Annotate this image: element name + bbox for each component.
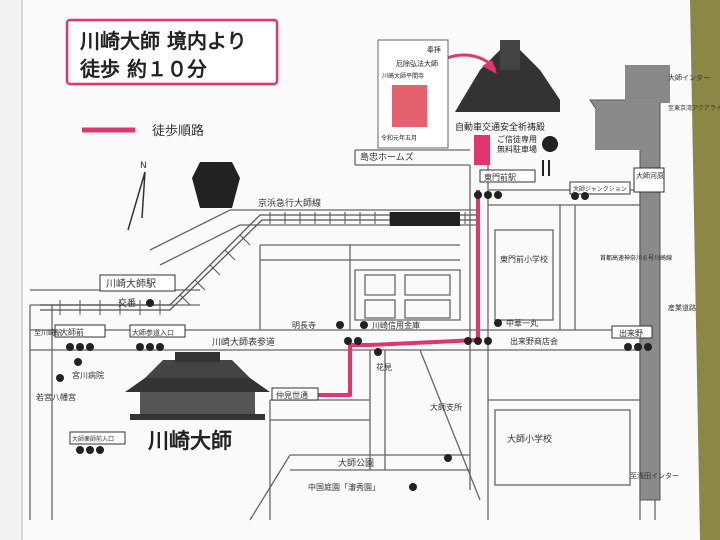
- route-shield-bottom: ROUTE: [202, 200, 223, 207]
- route-start-block: [474, 135, 490, 165]
- prayer-hall: 自動車交通安全祈祷殿: [455, 40, 560, 133]
- route-shield-icon: [192, 162, 240, 208]
- label-meichoji: 明長寺: [292, 321, 316, 330]
- label-aqualine: 至東京湾アクアライン至羽田空港インター: [668, 104, 720, 112]
- stamp-temple: 川崎大師平間寺: [382, 72, 424, 80]
- label-keikyu-line: 京浜急行大師線: [258, 197, 321, 209]
- label-higashimonzen-school: 東門前小学校: [500, 254, 548, 264]
- label-dekino-signal: 出来野: [619, 328, 643, 338]
- paper-left-flap: [0, 0, 22, 540]
- label-daishi-park: 大師公園: [338, 457, 374, 469]
- stamp-main: 厄除弘法大師: [396, 59, 438, 68]
- stamp-top: 奉拝: [427, 45, 441, 54]
- traffic-signals: [66, 191, 652, 454]
- route-shield-number: 409: [196, 179, 229, 198]
- kanon-icon: [374, 348, 382, 356]
- label-daishi-school: 大師小学校: [507, 433, 552, 445]
- route-409-shield: 国道 409 ROUTE: [192, 162, 240, 208]
- wakamiya-icon: [56, 374, 64, 382]
- north-arrow-icon: [127, 171, 146, 231]
- koban-icon: [146, 299, 154, 307]
- label-omote-sando: 川崎大師表参道: [212, 336, 275, 348]
- label-sangyo-road: 産業道路: [668, 303, 696, 312]
- chinese-garden-icon: [409, 483, 417, 491]
- label-daishi-junction: 大師ジャンクション: [573, 185, 627, 193]
- chuo-ichimaru-icon: [494, 319, 502, 327]
- header-line1: 川崎大師 境内より: [79, 29, 247, 53]
- label-chuo-ichimaru: 中華一丸: [506, 318, 538, 328]
- label-nakamise: 仲見世通: [276, 390, 308, 400]
- prayer-hall-caption: 自動車交通安全祈祷殿: [455, 121, 545, 133]
- label-daishi-interchange: 大師インター: [668, 73, 710, 82]
- higashimonzen-signal-box: [479, 169, 536, 183]
- daishi-sando-box: [129, 324, 186, 338]
- keikyu-railway: [40, 214, 480, 311]
- label-daishi-byakuin: 大師薬師前入口: [72, 435, 114, 443]
- parking-text1: ご信徒専用: [497, 134, 537, 144]
- label-dekino-street: 出来野商店会: [510, 336, 558, 346]
- label-koban: 交番: [118, 297, 136, 309]
- prayer-hall-icon: [455, 40, 560, 112]
- label-higashimonzen-signal: 東門前駅: [484, 172, 516, 182]
- label-asada-interchange: 至浅田インター: [630, 471, 679, 480]
- north-label: N: [140, 161, 147, 171]
- route-shield-top: 国道: [205, 166, 223, 178]
- label-higashimonzen-station: 東門前駅: [403, 214, 439, 226]
- kawasaki-daishi-station-box: [99, 274, 176, 292]
- parking-text2: 無料駐車場: [497, 144, 537, 154]
- dekino-signal-box: [611, 325, 653, 339]
- header-box: 川崎大師 境内より 徒歩 約１０分: [65, 18, 279, 86]
- label-home-store: 島忠ホームズ: [360, 151, 414, 163]
- stamp-date: 令和元年五月: [381, 134, 417, 142]
- label-daishi-sando: 大師参道入口: [132, 328, 174, 337]
- label-wakamiya: 若宮八幡宮: [36, 392, 76, 402]
- map-labels: 島忠ホームズ 京浜急行大師線 東門前駅 川崎大師駅 交番 東門前駅 大師ジャンク…: [34, 73, 720, 492]
- daishi-branch-icon: [444, 454, 452, 462]
- legend: 徒歩順路: [82, 123, 204, 139]
- label-daishi-branch: 大師支所: [430, 402, 462, 412]
- label-chinese-garden: 中国庭園「瀋秀園」: [308, 482, 380, 492]
- higashimonzen-station-box: [390, 212, 460, 226]
- nakamise-box: [271, 387, 319, 401]
- daishi-mae-box: [54, 324, 106, 338]
- miyagawa-icon: [74, 358, 82, 366]
- shinkin-icon: [360, 321, 368, 329]
- expressway: [589, 65, 670, 501]
- walking-route: [300, 190, 480, 397]
- parking: P ご信徒専用 無料駐車場: [497, 134, 558, 176]
- main-hall-illustration: 川崎大師: [125, 352, 270, 453]
- label-shinkin: 川崎信用金庫: [372, 320, 420, 330]
- hall-pointer-arrowhead: [482, 60, 497, 74]
- daishi-byakuin-box: [69, 431, 126, 445]
- label-to-kawasaki: 至川崎駅: [34, 328, 62, 337]
- daishi-kawara-box: [633, 167, 665, 193]
- label-kawasaki-daishi-big: 川崎大師: [147, 429, 232, 453]
- label-miyagawa: 宮川病院: [72, 370, 104, 380]
- label-daishi-mae: 大師前: [60, 327, 84, 337]
- label-shutoko: 首都高速神奈川６号川崎線: [600, 254, 672, 262]
- header-line2: 徒歩 約１０分: [79, 57, 207, 81]
- stamp-seal: [392, 85, 427, 127]
- goshuin-stamp: 奉拝 厄除弘法大師 令和元年五月 川崎大師平間寺: [377, 39, 449, 149]
- label-kanon: 花見: [376, 362, 392, 372]
- legend-label: 徒歩順路: [152, 123, 204, 139]
- parking-icon: [542, 136, 558, 152]
- two-way-arrow-icon: [542, 160, 550, 176]
- label-kawasaki-daishi-station: 川崎大師駅: [106, 277, 156, 290]
- label-daishi-kawara: 大師河原: [636, 171, 664, 180]
- north-arrow: N: [127, 161, 147, 231]
- daishi-junction-box: [569, 181, 631, 195]
- meichoji-icon: [336, 321, 344, 329]
- parking-symbol: P: [545, 139, 553, 152]
